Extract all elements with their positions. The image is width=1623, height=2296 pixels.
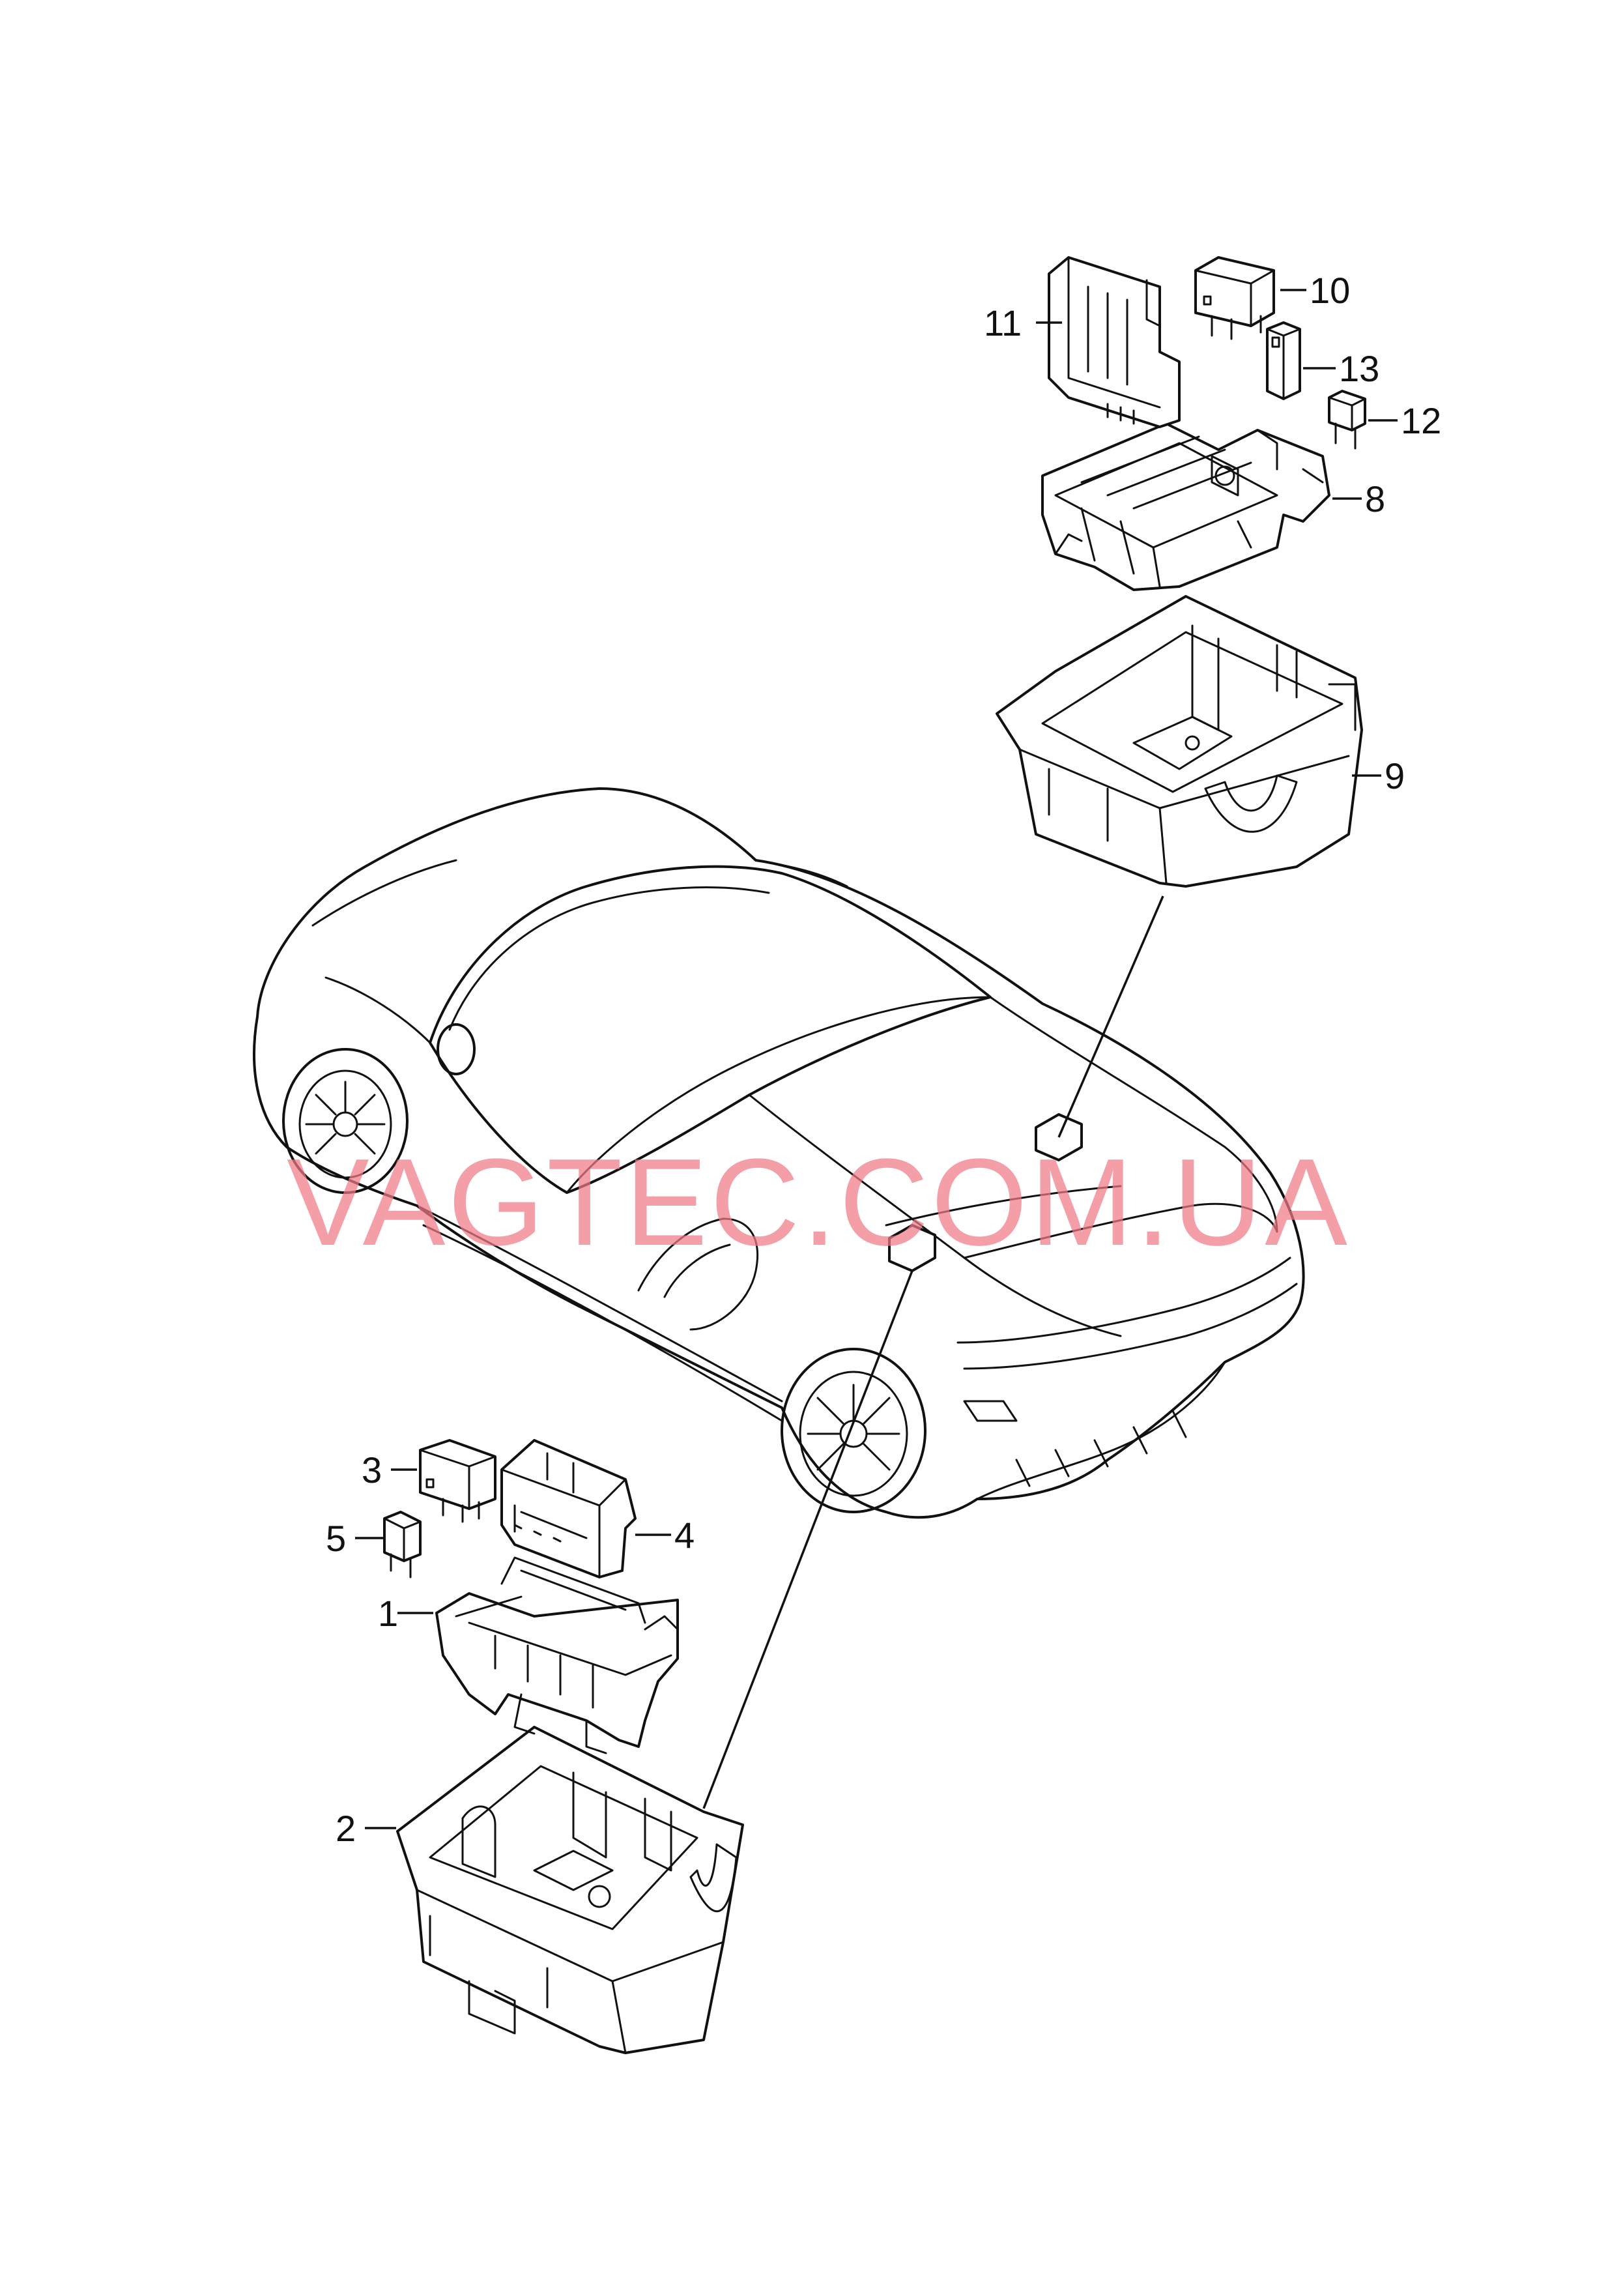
callout-13: 13 (1339, 348, 1379, 389)
mount-marker-rear (1035, 1113, 1083, 1161)
callout-9: 9 (1385, 755, 1405, 796)
callout-5: 5 (326, 1518, 346, 1559)
relay-carrier-front (435, 1556, 679, 1754)
watermark: VAGTEC.COM.UA (287, 1133, 1350, 1272)
fuse-holder-front (500, 1439, 637, 1578)
fuse-front (383, 1511, 422, 1578)
fuse-rear (1328, 390, 1366, 450)
callout-10: 10 (1310, 270, 1350, 311)
callout-2: 2 (336, 1808, 356, 1849)
maxi-fuse-rear (1266, 321, 1301, 400)
callout-3: 3 (362, 1449, 382, 1490)
car-illustration (253, 787, 1305, 1519)
callout-12: 12 (1401, 400, 1441, 441)
leader-rear-box (1057, 895, 1164, 1138)
leader-front-box (702, 1270, 913, 1809)
callout-4: 4 (674, 1515, 695, 1556)
fuse-holder-rear (1048, 256, 1181, 428)
callout-1: 1 (378, 1593, 398, 1634)
callout-labels: 10 11 13 12 8 9 3 4 5 1 2 (326, 270, 1441, 1849)
leader-lines (355, 289, 1398, 1829)
mount-marker-front (888, 1224, 936, 1272)
relay-front (419, 1439, 496, 1523)
callout-8: 8 (1365, 478, 1385, 519)
relay-carrier-rear (1041, 422, 1330, 591)
box-housing-front (396, 1726, 744, 2054)
relay-rear (1194, 256, 1275, 340)
box-housing-rear (996, 595, 1363, 888)
callout-11: 11 (984, 302, 1022, 343)
